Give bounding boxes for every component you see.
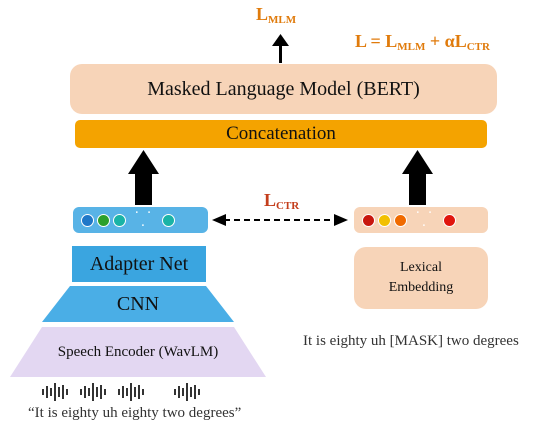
total-loss-formula: L = LMLM + αLCTR	[355, 31, 490, 53]
mlm-loss-base: L	[256, 4, 269, 24]
original-transcript: “It is eighty uh eighty two degrees”	[28, 405, 242, 421]
bert-mlm-box: Masked Language Model (BERT)	[70, 64, 497, 114]
text-token-dot	[362, 213, 375, 227]
adapter-net-box: Adapter Net	[72, 246, 206, 282]
total-loss-sub1: MLM	[397, 41, 426, 53]
mlm-loss-sub: MLM	[268, 14, 297, 26]
text-token-dot	[394, 213, 407, 227]
ctr-loss-label: LCTR	[264, 190, 299, 212]
ctr-loss-base: L	[264, 190, 277, 210]
speech-token-dot	[162, 213, 175, 227]
waveform-icon	[42, 383, 200, 401]
contrastive-double-arrow	[212, 214, 348, 226]
masked-text-input: It is eighty uh [MASK] two degrees	[303, 333, 519, 349]
total-loss-sub2: CTR	[466, 41, 490, 53]
encoder-trapezoid	[10, 327, 266, 377]
text-up-arrow	[402, 150, 433, 205]
sequence-ellipsis: · · ·	[415, 206, 435, 234]
lexical-line-2: Embedding	[388, 280, 454, 295]
cnn-label: CNN	[116, 292, 160, 315]
sequence-ellipsis: · · ·	[134, 206, 154, 234]
cnn-trapezoid	[42, 286, 234, 322]
mlm-up-arrow	[272, 34, 289, 63]
speech-encoder-label: Speech Encoder (WavLM)	[57, 343, 219, 360]
speech-token-dot	[81, 213, 94, 227]
mlm-loss-label: LMLM	[256, 4, 296, 26]
total-loss-mid: + αL	[425, 31, 467, 51]
text-token-dot	[378, 213, 391, 227]
total-loss-prefix: L =	[355, 31, 386, 51]
concatenation-box: Concatenation	[75, 120, 487, 148]
speech-token-dot	[113, 213, 126, 227]
text-token-dot	[443, 213, 456, 227]
speech-token-dot	[97, 213, 110, 227]
lexical-line-1: Lexical	[400, 260, 442, 275]
text-embedding-sequence: · · ·	[354, 207, 488, 233]
ctr-loss-sub: CTR	[276, 200, 300, 212]
speech-embedding-sequence: · · ·	[73, 207, 208, 233]
lexical-embedding-box: Lexical Embedding	[354, 247, 488, 309]
speech-up-arrow	[128, 150, 159, 205]
